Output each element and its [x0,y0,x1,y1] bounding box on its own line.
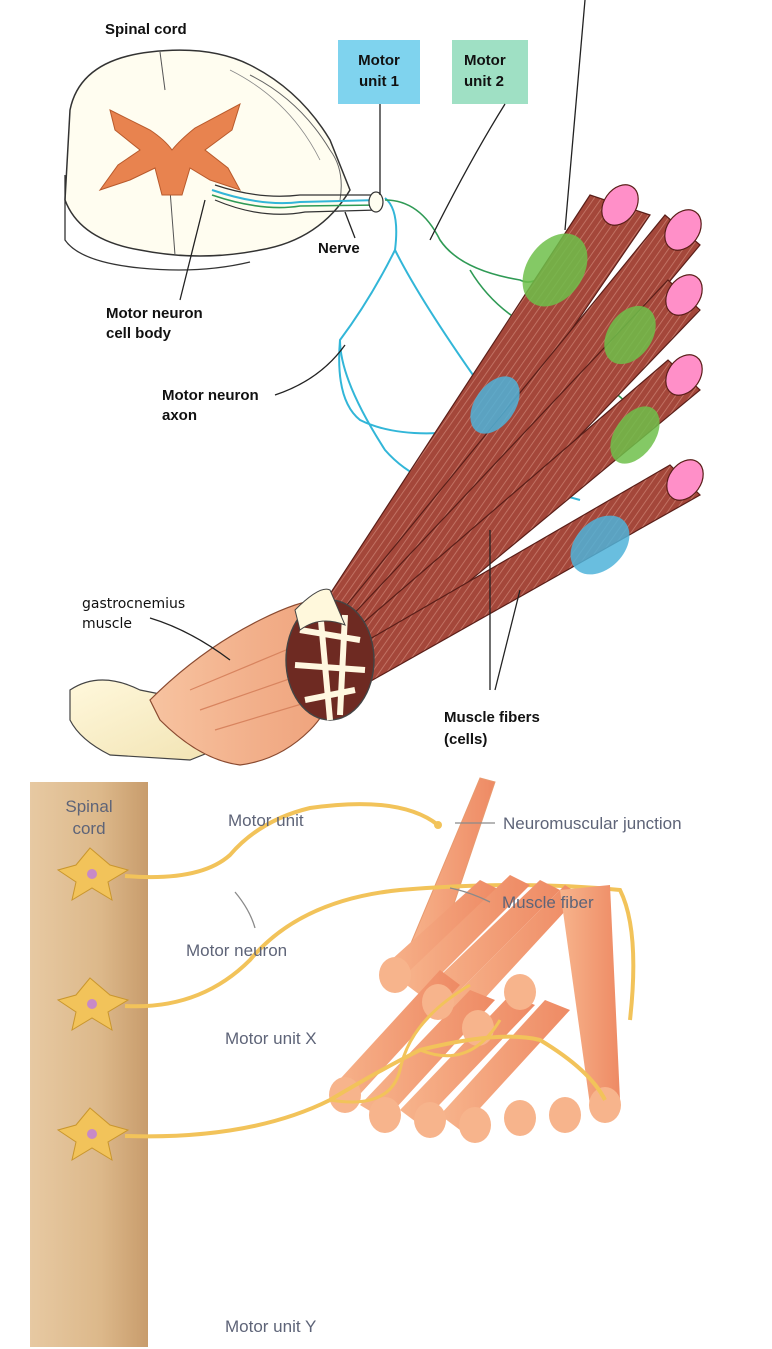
axon-label-line2: axon [162,407,197,424]
fibers-label-line1: Muscle fibers [444,709,540,726]
axon-label-line1: Motor neuron [162,387,259,404]
nerve-label: Nerve [318,240,360,257]
motor-unit-1-line1: Motor [358,52,400,69]
fibers-label-line2: (cells) [444,731,487,748]
motor-neuron-label: Motor neuron [186,941,287,960]
spinal-cord-section [65,50,350,270]
muscle-label-line1: gastrocnemius [82,596,185,612]
motor-unit-2-line1: Motor [464,52,506,69]
muscle-fiber-label: Muscle fiber [502,893,594,912]
motor-neuron-callout [235,892,255,928]
motor-unit-schematic-diagram: Spinal cord [0,770,772,1349]
junction-label: Neuromuscular junction [503,814,682,833]
motor-unit-2-box: Motor unit 2 [452,40,542,104]
spinal-cord-label: Spinal cord [105,21,187,38]
motor-unit-detail-svg: Motor unit 1 Motor unit 2 Spinal cord Ne… [0,0,772,770]
motor-unit-schematic-svg: Spinal cord [0,770,772,1349]
motor-unit-1-line2: unit 1 [359,73,399,90]
cell-body-label-line1: Motor neuron [106,305,203,322]
motor-unit-2-line2: unit 2 [464,73,504,90]
motor-unit-detail-diagram: Motor unit 1 Motor unit 2 Spinal cord Ne… [0,0,772,770]
motor-unit-x-label: Motor unit X [225,1029,317,1048]
motor-unit-1-box: Motor unit 1 [338,40,420,104]
motor-unit-label: Motor unit [228,811,304,830]
motor-unit-y-label: Motor unit Y [225,1317,316,1336]
spinal-cord-label-line1: Spinal [65,797,112,816]
spinal-cord-label-line2: cord [72,819,105,838]
muscle-bundle [329,875,621,1143]
muscle-label-line2: muscle [82,616,132,632]
cell-body-label-line2: cell body [106,325,172,342]
